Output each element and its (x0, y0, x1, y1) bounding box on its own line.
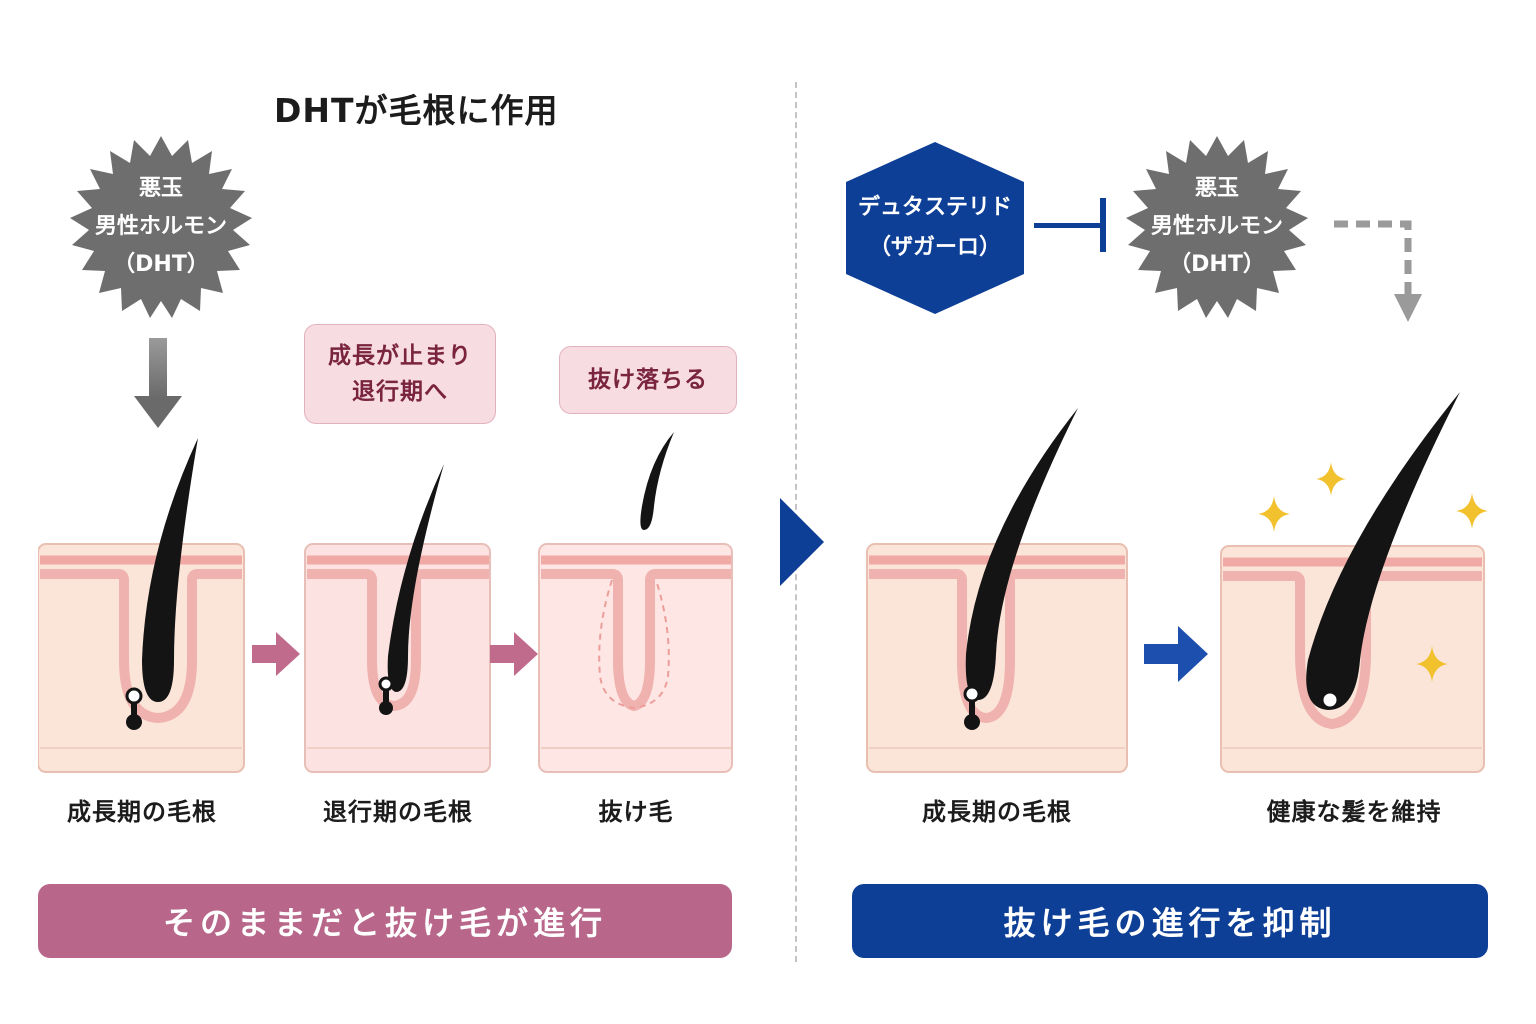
burst-line-1: 悪玉 (1194, 176, 1239, 201)
right-arrow-icon (490, 632, 538, 676)
drug-name: デュタステリド (857, 195, 1012, 220)
sparkle-icon (1456, 493, 1488, 529)
catagen-follicle (304, 464, 491, 773)
sparkle-icon (1416, 646, 1448, 682)
caption-anagen-left: 成長期の毛根 (67, 798, 217, 826)
burst-shape-left (70, 136, 252, 318)
anagen-follicle-left (38, 438, 245, 773)
callout-stop-growth: 成長が止まり 退行期へ (304, 324, 496, 424)
right-arrow-icon (1144, 626, 1208, 682)
caption-hair-loss: 抜け毛 (598, 798, 674, 826)
burst-line-2: 男性ホルモン (94, 214, 227, 239)
transition-chevron-icon (780, 498, 824, 586)
burst-line-1: 悪玉 (138, 176, 183, 201)
callout-falls-out: 抜け落ちる (559, 346, 737, 414)
banner-hair-loss-suppressed: 抜け毛の進行を抑制 (852, 884, 1488, 958)
callout-line-1: 成長が止まり (328, 343, 472, 369)
down-arrow-icon (134, 338, 182, 428)
dht-burst-left: 悪玉 男性ホルモン （DHT） (70, 136, 252, 318)
inhibit-icon (1034, 198, 1106, 252)
page-title: DHTが毛根に作用 (274, 91, 559, 130)
burst-line-3: （DHT） (113, 252, 209, 277)
right-arrow-icon (252, 632, 300, 676)
burst-line-3: （DHT） (1169, 252, 1265, 277)
caption-catagen: 退行期の毛根 (323, 798, 473, 826)
caption-anagen-right: 成長期の毛根 (922, 798, 1072, 826)
caption-healthy: 健康な髪を維持 (1266, 798, 1442, 826)
drug-hexagon (846, 142, 1024, 314)
sparkle-icon (1316, 462, 1346, 496)
sparkle-icon (1258, 496, 1290, 532)
healthy-follicle (1220, 392, 1485, 773)
drug-brand: （ザガーロ） (868, 235, 1001, 260)
dashed-arrow-icon (1334, 220, 1422, 322)
burst-line-2: 男性ホルモン (1150, 214, 1283, 239)
drug-label: デュタステリド （ザガーロ） (846, 142, 1024, 314)
callout-line-2: 退行期へ (352, 379, 448, 405)
burst-shape-right (1126, 136, 1308, 318)
shed-hair-follicle (538, 432, 733, 773)
anagen-follicle-right (866, 408, 1128, 773)
dht-burst-right: 悪玉 男性ホルモン （DHT） (1126, 136, 1308, 318)
banner-hair-loss-progresses: そのままだと抜け毛が進行 (38, 884, 732, 958)
callout-line-1: 抜け落ちる (588, 367, 708, 393)
